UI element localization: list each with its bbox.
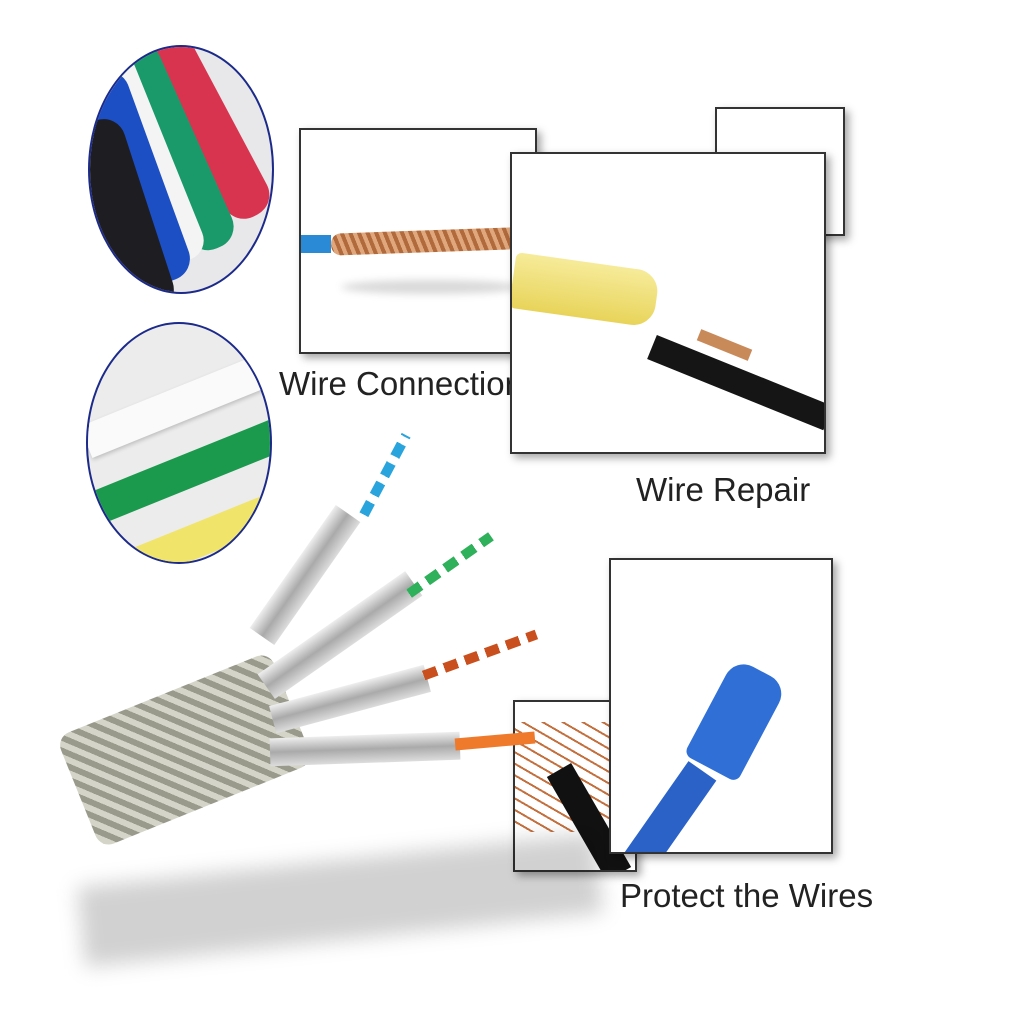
wire-repair-caption: Wire Repair xyxy=(636,471,811,508)
protect-wires-caption: Protect the Wires xyxy=(620,877,874,914)
shadow xyxy=(341,280,521,294)
blue-pair xyxy=(359,432,411,518)
flat-tubes-photo xyxy=(86,322,272,564)
blue-sleeve-cap xyxy=(683,657,789,783)
wire-connection-photo xyxy=(299,128,537,354)
colored-tubes-photo xyxy=(88,45,274,294)
wire-repair-photo xyxy=(510,152,826,454)
foil-pair-4 xyxy=(269,731,461,767)
orange-brown-pair xyxy=(421,629,539,681)
blue-wire xyxy=(301,235,331,253)
copper-twist xyxy=(330,226,535,256)
cable-shadow xyxy=(77,833,603,967)
wire-connection-caption: Wire Connection xyxy=(279,365,523,402)
green-pair xyxy=(406,532,494,598)
protect-wires-photo xyxy=(609,558,833,854)
yellow-sleeve xyxy=(512,252,661,328)
blue-sleeve-tube xyxy=(619,761,717,852)
